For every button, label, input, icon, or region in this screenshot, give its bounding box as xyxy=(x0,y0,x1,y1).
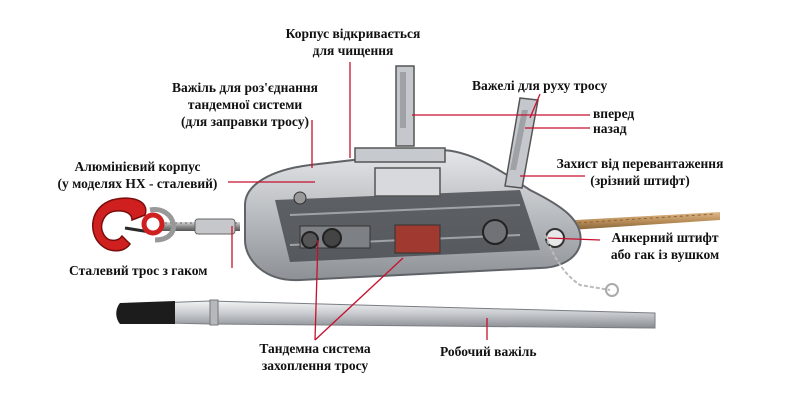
anchor-chain xyxy=(544,234,619,297)
leader-lines xyxy=(228,62,601,341)
label-forward: вперед xyxy=(593,106,635,121)
label-anchor-pin: Анкерний штифт або гак із вушком xyxy=(610,230,720,262)
label-aluminium-body: Алюмінієвий корпус (у моделях НХ - стале… xyxy=(57,159,218,191)
label-backward: назад xyxy=(593,121,627,136)
steel-rope-right xyxy=(540,212,720,232)
lever-forward xyxy=(395,65,415,147)
label-rope-levers: Важелі для руху тросу xyxy=(472,78,608,93)
housing-cover xyxy=(354,147,446,197)
lever-backward xyxy=(504,97,539,189)
label-steel-rope-hook: Сталевий трос з гаком xyxy=(69,263,208,278)
label-tandem-grip: Тандемна система захоплення тросу xyxy=(259,341,371,373)
steel-rope-with-hook xyxy=(149,207,240,243)
label-housing-opens: Корпус відкривається для чищення xyxy=(285,26,421,58)
hook-icon xyxy=(92,197,165,252)
working-lever-tube xyxy=(116,299,656,329)
label-working-lever: Робочий важіль xyxy=(440,344,537,359)
winch-housing xyxy=(244,148,582,282)
label-overload-protection: Захист від перевантаження (зрізний штифт… xyxy=(556,156,724,188)
label-tandem-release-lever: Важіль для роз'єднання тандемної системи… xyxy=(172,80,318,129)
